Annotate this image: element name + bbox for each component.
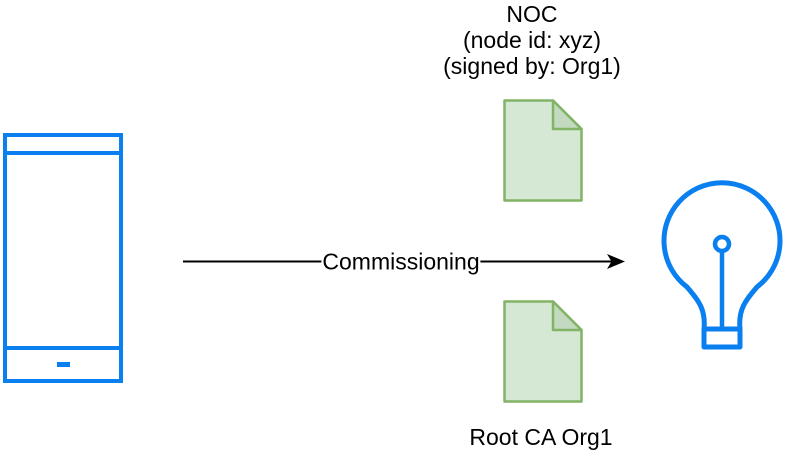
bulb-glass-outline bbox=[661, 180, 783, 332]
document-fold-corner bbox=[551, 300, 583, 332]
document-fold-corner bbox=[551, 99, 583, 131]
document-body bbox=[503, 300, 583, 403]
mobile-device-icon bbox=[3, 133, 123, 383]
noc-label-line-2: (node id: xyz) bbox=[462, 27, 602, 53]
document-body bbox=[503, 99, 583, 202]
root-ca-label: Root CA Org1 bbox=[469, 424, 613, 450]
phone-screen bbox=[7, 155, 119, 346]
arrow-head bbox=[607, 254, 625, 269]
phone-speaker-bar bbox=[7, 137, 119, 155]
light-bulb-icon bbox=[661, 180, 783, 350]
root-ca-certificate-document-icon bbox=[503, 300, 583, 403]
phone-home-button bbox=[56, 362, 70, 367]
bulb-base bbox=[701, 326, 743, 350]
noc-label: NOC (node id: xyz) (signed by: Org1) bbox=[443, 1, 621, 79]
commissioning-arrow-label: Commissioning bbox=[321, 248, 481, 276]
noc-label-line-1: NOC bbox=[506, 1, 558, 27]
phone-bottom-bar bbox=[7, 346, 119, 379]
noc-label-line-3: (signed by: Org1) bbox=[443, 53, 621, 79]
noc-certificate-document-icon bbox=[503, 99, 583, 202]
